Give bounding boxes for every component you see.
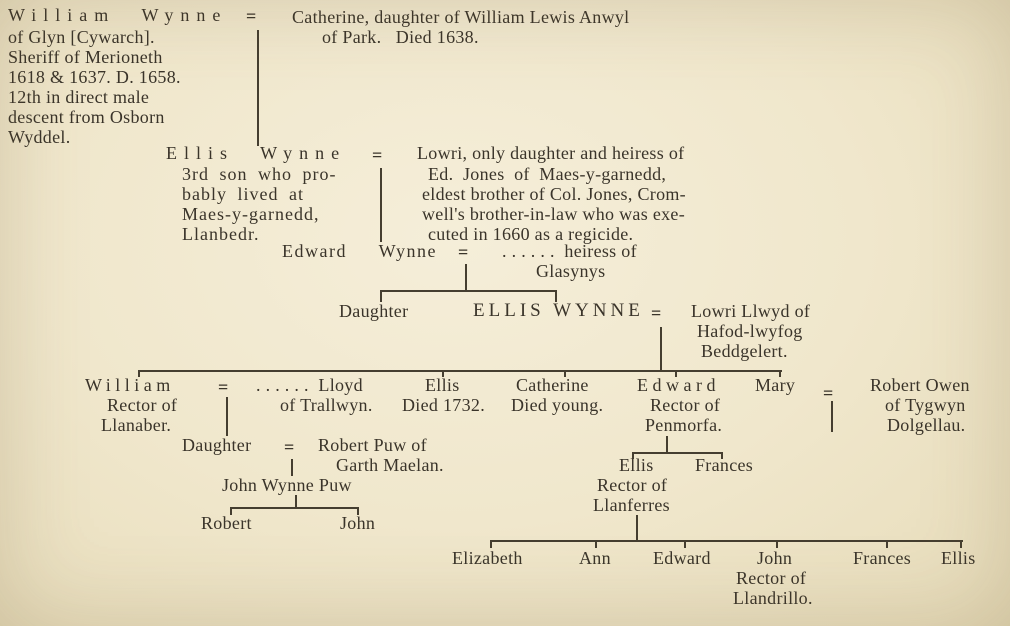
person-lowri-llwyd-line1: Lowri Llwyd of (691, 301, 811, 321)
person-ellis1-details: 3rd son who pro- bably lived at Maes-y-g… (182, 164, 337, 244)
person-lloyd-line1: . . . . . . Lloyd (256, 375, 363, 395)
marriage-equals: = (651, 303, 662, 323)
person-ellis1-name: Ellis Wynne (166, 143, 347, 163)
person-john-wynne-puw-name: John Wynne Puw (222, 475, 352, 495)
person-ellis-wynne-name: ELLIS WYNNE (473, 300, 644, 321)
person-elizabeth-name: Elizabeth (452, 548, 523, 568)
tick-john-puw-son (357, 507, 359, 515)
person-glasynys-heiress-line2: Glasynys (536, 261, 606, 281)
person-robert-owen-line3: Dolgellau. (887, 415, 966, 435)
person-ellis3-detail2: Llanferres (593, 495, 670, 515)
person-william2-detail1: Rector of (107, 395, 178, 415)
person-lowri-llwyd-line2: Hafod-lwyfog (697, 321, 803, 341)
person-edward2-name: Edward (637, 375, 720, 395)
person-catherine2-name: Catherine (516, 375, 589, 395)
person-edward3-name: Edward (653, 548, 711, 568)
connector-william2-descent (226, 397, 228, 436)
person-lowri-jones-line2: Ed. Jones of Maes-y-garnedd, (428, 164, 667, 184)
tick-frances1 (721, 452, 723, 459)
tick-catherine2 (564, 370, 566, 377)
sibling-bar-gen4 (380, 290, 557, 292)
person-john4-name: John (757, 548, 793, 568)
person-glasynys-heiress-line1: . . . . . . heiress of (502, 241, 637, 261)
person-edward2-detail1: Rector of (650, 395, 721, 415)
person-ann-name: Ann (579, 548, 611, 568)
person-ellis3-name: Ellis (619, 455, 654, 475)
tick-ellis2 (442, 370, 444, 377)
person-edward1-name: Edward Wynne (282, 241, 438, 261)
sibling-bar-penmorfa (632, 452, 723, 454)
person-lloyd-line2: of Trallwyn. (280, 395, 373, 415)
tick-ellis-wynne (555, 290, 557, 302)
person-john4-detail1: Rector of (736, 568, 807, 588)
person-lowri-jones-line5: cuted in 1660 as a regicide. (428, 224, 634, 244)
sibling-bar-puw (230, 507, 359, 509)
tick-edward3 (684, 540, 686, 548)
person-ellis2-detail1: Died 1732. (402, 395, 485, 415)
tick-william2 (138, 370, 140, 377)
tick-robert-puw-son (230, 507, 232, 515)
person-catherine-anwyl-line1: Catherine, daughter of William Lewis Anw… (292, 7, 630, 27)
connector-couple3-descent (465, 264, 467, 291)
person-william-sr-name: William Wynne (8, 5, 228, 25)
person-daughter2-name: Daughter (182, 435, 252, 455)
person-catherine-anwyl-line2: of Park. Died 1638. (322, 27, 479, 47)
person-ellis3-detail1: Rector of (597, 475, 668, 495)
connector-couple1-descent (257, 30, 259, 146)
tick-mary (779, 370, 781, 377)
connector-mary-descent (831, 401, 833, 432)
person-william2-name: William (85, 375, 175, 395)
person-ellis4-name: Ellis (941, 548, 976, 568)
person-lowri-jones-line1: Lowri, only daughter and heiress of (417, 143, 685, 163)
person-robert-puw-line2: Garth Maelan. (336, 455, 444, 475)
person-daughter1-name: Daughter (339, 301, 409, 321)
tick-edward2 (675, 370, 677, 377)
person-william-sr-details: of Glyn [Cywarch]. Sheriff of Merioneth … (8, 27, 181, 147)
person-william2-detail2: Llanaber. (101, 415, 172, 435)
person-mary-name: Mary (755, 375, 796, 395)
connector-couple2-descent (380, 168, 382, 242)
marriage-equals: = (372, 145, 383, 165)
marriage-equals: = (823, 383, 834, 403)
tick-elizabeth (490, 540, 492, 548)
tick-frances2 (886, 540, 888, 548)
person-catherine2-detail1: Died young. (511, 395, 604, 415)
connector-edward-penmorfa-descent (666, 436, 668, 453)
connector-ellis-llanferres-descent (636, 515, 638, 541)
person-robert-owen-line1: Robert Owen (870, 375, 970, 395)
sibling-bar-llanferres (490, 540, 963, 542)
connector-daughter2-descent (291, 459, 293, 476)
marriage-equals: = (284, 437, 295, 457)
person-ellis2-name: Ellis (425, 375, 460, 395)
person-edward2-detail2: Penmorfa. (645, 415, 723, 435)
tick-john4 (776, 540, 778, 548)
marriage-equals: = (458, 242, 469, 262)
person-lowri-llwyd-line3: Beddgelert. (701, 341, 788, 361)
sibling-bar-gen5 (138, 370, 782, 372)
tick-ellis4 (960, 540, 962, 548)
person-robert-puw-line1: Robert Puw of (318, 435, 427, 455)
person-frances2-name: Frances (853, 548, 912, 568)
marriage-equals: = (246, 6, 257, 26)
connector-johnwynnepuw-descent (295, 495, 297, 508)
person-john3-name: John (340, 513, 376, 533)
person-robert3-name: Robert (201, 513, 252, 533)
tick-daughter1 (380, 290, 382, 302)
tick-ellis3 (632, 452, 634, 459)
person-lowri-jones-line4: well's brother-in-law who was exe- (422, 204, 685, 224)
connector-couple4-descent (660, 327, 662, 371)
person-robert-owen-line2: of Tygwyn (885, 395, 966, 415)
tick-ann (595, 540, 597, 548)
person-lowri-jones-line3: eldest brother of Col. Jones, Crom- (422, 184, 686, 204)
marriage-equals: = (218, 377, 229, 397)
person-frances1-name: Frances (695, 455, 754, 475)
person-john4-detail2: Llandrillo. (733, 588, 813, 608)
